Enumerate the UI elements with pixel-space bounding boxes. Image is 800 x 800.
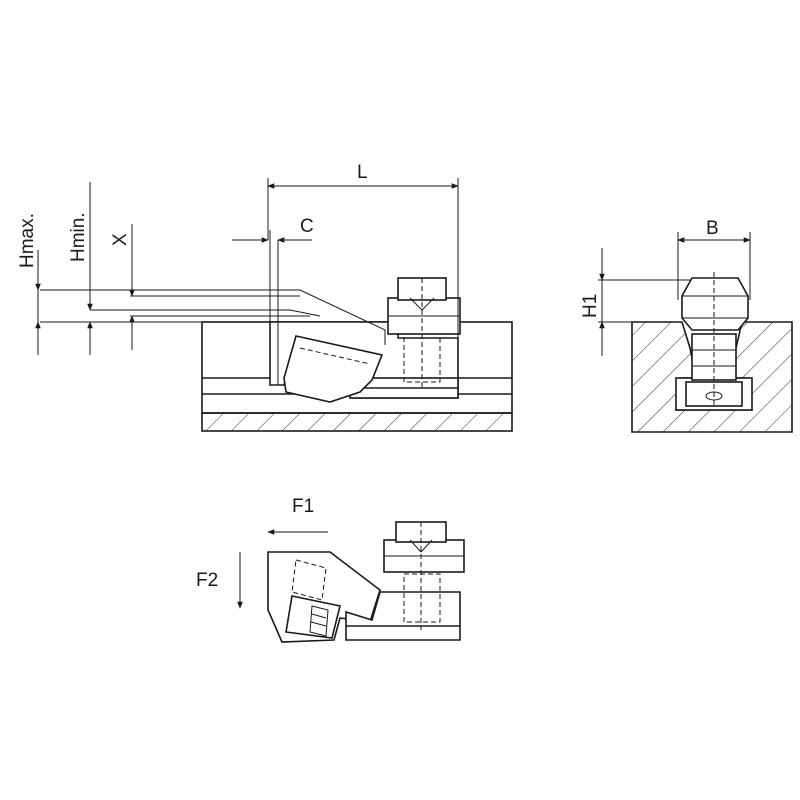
label-f1: F1 (292, 496, 314, 517)
label-h1: H1 (580, 294, 601, 318)
label-l: L (357, 162, 368, 183)
force-view: F1 F2 (196, 496, 465, 643)
label-f2: F2 (196, 570, 218, 591)
label-h-min: Hmin. (68, 212, 89, 262)
label-c: C (300, 216, 314, 237)
side-view: Hmax. Hmin. X C L (17, 162, 513, 432)
label-b: B (706, 218, 719, 239)
end-view: B H1 (580, 218, 793, 433)
label-x: X (110, 233, 131, 246)
label-h-max: Hmax. (17, 213, 38, 268)
